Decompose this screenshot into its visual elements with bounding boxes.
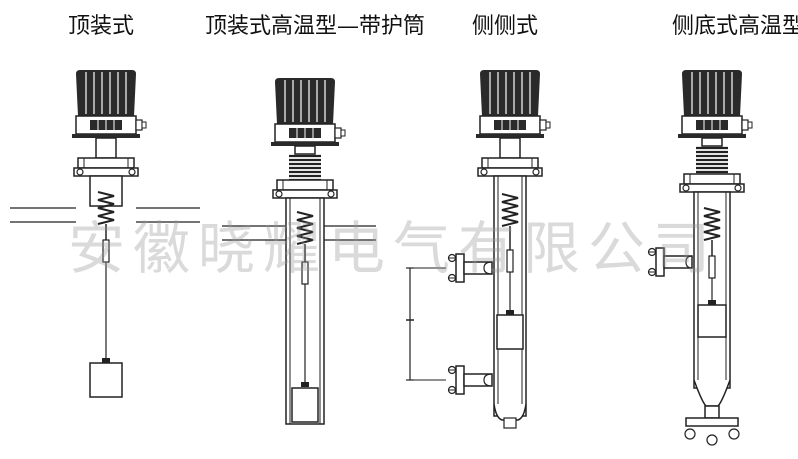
- figure-side-bottom-high-temp: [647, 69, 753, 446]
- figure-top-mounted-high-temp: [222, 77, 376, 425]
- figure-side-side: [406, 69, 551, 429]
- title-side-bottom-high-temp: 侧底式高温型: [672, 14, 798, 39]
- figure-top-mounted: [10, 69, 200, 398]
- title-top-mounted-high-temp-sleeve: 顶装式高温型—带护筒: [205, 14, 426, 39]
- title-top-mounted: 顶装式: [68, 14, 135, 39]
- title-side-side: 侧侧式: [472, 14, 539, 39]
